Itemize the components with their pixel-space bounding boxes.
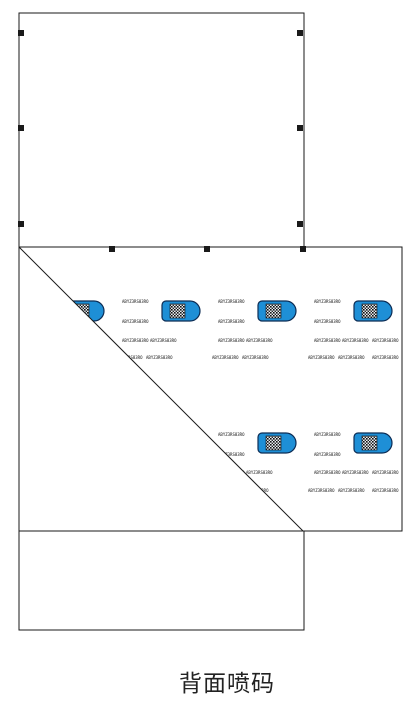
- code-text: ABYZ3RS83RO: [372, 355, 399, 360]
- qr-label: [257, 300, 297, 322]
- diagram-caption: 背面喷码: [179, 671, 275, 697]
- code-text: ABYZ3RS83RO: [122, 299, 149, 304]
- code-text: ABYZ3RS83RO: [314, 432, 341, 437]
- code-text: ABYZ3RS83RO: [338, 488, 365, 493]
- code-text: ABYZ3RS83RO: [218, 452, 245, 457]
- code-text: ABYZ3RS83RO: [314, 319, 341, 324]
- code-text: ABYZ3RS83RO: [218, 432, 245, 437]
- code-text: ABYZ3RS83RO: [122, 319, 149, 324]
- code-text: ABYZ3RS83RO: [122, 338, 149, 343]
- fold-line: [18, 246, 304, 532]
- crop-marker: [297, 125, 303, 131]
- crop-marker: [297, 30, 303, 36]
- code-text: ABYZ3RS83RO: [372, 470, 399, 475]
- crop-marker: [300, 246, 306, 252]
- code-text: ABYZ3RS83RO: [218, 338, 245, 343]
- code-text: ABYZ3RS83RO: [372, 338, 399, 343]
- crop-marker: [18, 125, 24, 131]
- crop-marker: [204, 246, 210, 252]
- crop-markers: [18, 30, 306, 252]
- code-text: ABYZ3RS83RO: [308, 355, 335, 360]
- code-text: ABYZ3RS83RO: [246, 470, 273, 475]
- crop-marker: [18, 221, 24, 227]
- code-text: ABYZ3RS83RO: [242, 355, 269, 360]
- code-text: ABYZ3RS83RO: [308, 488, 335, 493]
- code-text: ABYZ3RS83RO: [246, 338, 273, 343]
- qr-label: [353, 432, 393, 454]
- code-text: ABYZ3RS83RO: [146, 355, 173, 360]
- code-text: ABYZ3RS83RO: [218, 319, 245, 324]
- code-text: ABYZ3RS83RO: [342, 338, 369, 343]
- crop-marker: [109, 246, 115, 252]
- qr-label: [353, 300, 393, 322]
- code-text: ABYZ3RS83RO: [314, 299, 341, 304]
- code-text: ABYZ3RS83RO: [314, 470, 341, 475]
- qr-label: [161, 300, 201, 322]
- qr-label: [257, 432, 297, 454]
- crop-marker: [297, 221, 303, 227]
- code-text: ABYZ3RS83RO: [212, 355, 239, 360]
- code-text: ABYZ3RS83RO: [150, 338, 177, 343]
- crop-marker: [18, 30, 24, 36]
- code-text: ABYZ3RS83RO: [342, 470, 369, 475]
- code-text: ABYZ3RS83RO: [314, 452, 341, 457]
- code-text: ABYZ3RS83RO: [314, 338, 341, 343]
- code-text: ABYZ3RS83RO: [338, 355, 365, 360]
- code-text: ABYZ3RS83RO: [218, 299, 245, 304]
- code-text: ABYZ3RS83RO: [372, 488, 399, 493]
